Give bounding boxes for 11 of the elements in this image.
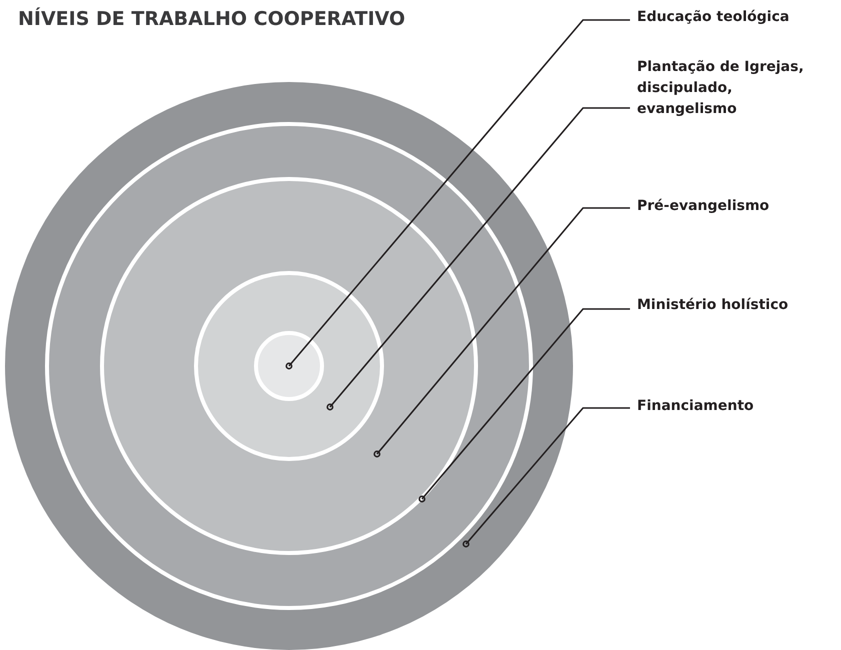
leader-line	[462, 407, 630, 548]
leader-label: Pré-evangelismo	[630, 196, 832, 217]
leader-line	[374, 207, 630, 458]
leader-label: Plantação de Igrejas, discipulado, evangelismo	[630, 57, 832, 120]
leader-line	[326, 107, 630, 410]
leader-label: Ministério holístico	[630, 295, 832, 316]
leader-label: Financiamento	[630, 396, 832, 417]
diagram-title: NÍVEIS DE TRABALHO COOPERATIVO	[18, 8, 406, 30]
leader-line	[418, 308, 630, 502]
leader-line	[286, 19, 630, 370]
leader-label: Educação teológica	[630, 7, 832, 28]
